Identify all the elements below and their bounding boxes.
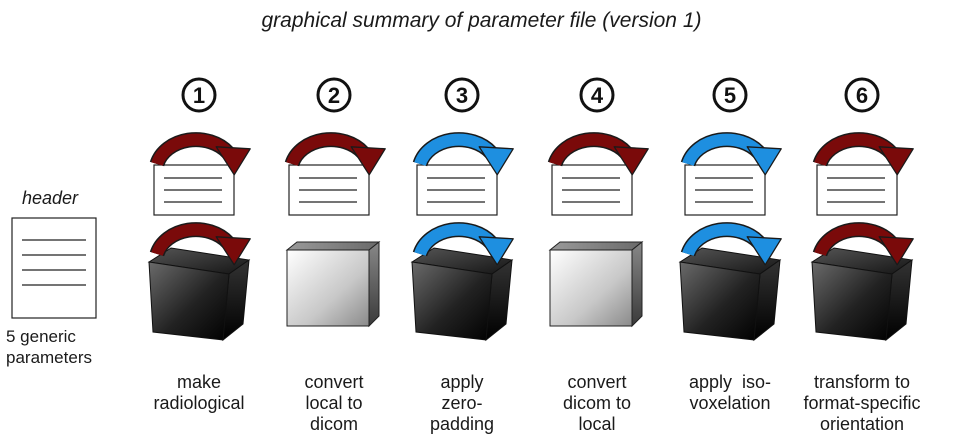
step-number: 2 [328, 83, 340, 108]
step-label-line: zero- [441, 393, 483, 413]
step-1: 1 [147, 77, 251, 342]
header-transform-arrow-icon [547, 132, 649, 176]
step-label-line: orientation [819, 414, 905, 434]
step-number: 4 [591, 83, 604, 108]
header-transform-arrow-icon [412, 132, 514, 176]
parameter-document-icon [816, 164, 898, 216]
image-volume-cube-icon [147, 247, 251, 342]
step-label-line: apply [440, 372, 484, 392]
step-label-line: padding [429, 414, 495, 434]
step-number: 1 [193, 83, 205, 108]
parameter-document-icon [684, 164, 766, 216]
step-number-badge: 3 [444, 77, 480, 113]
image-volume-cube-icon [548, 240, 644, 328]
image-volume-cube-icon [810, 247, 914, 342]
step-number-badge: 2 [316, 77, 352, 113]
step-2: 2 [284, 77, 386, 328]
image-volume-cube-icon [410, 247, 514, 342]
step-6: 6 [810, 77, 914, 342]
step-label: apply iso-voxelation [655, 372, 805, 414]
parameter-document-icon [551, 164, 633, 216]
step-number-badge: 4 [579, 77, 615, 113]
step-5: 5 [678, 77, 782, 342]
step-label-line: convert [567, 372, 627, 392]
parameter-document-icon [153, 164, 235, 216]
step-label-line: local to [305, 393, 363, 413]
step-label-line: radiological [153, 393, 245, 413]
step-label-line: voxelation [689, 393, 771, 413]
image-volume-cube-icon [285, 240, 381, 328]
step-number: 3 [456, 83, 468, 108]
image-transform-arrow-icon [812, 222, 914, 266]
step-number: 6 [856, 83, 868, 108]
step-3: 3 [410, 77, 514, 342]
generic-parameters-caption: 5 generic parameters [6, 327, 92, 367]
header-transform-arrow-icon [680, 132, 782, 176]
image-transform-arrow-icon [149, 222, 251, 266]
step-number-badge: 6 [844, 77, 880, 113]
step-label-line: convert [304, 372, 364, 392]
step-number: 5 [724, 83, 736, 108]
header-document-icon [11, 217, 97, 319]
step-label-line: format-specific [803, 393, 921, 413]
header-transform-arrow-icon [812, 132, 914, 176]
parameter-document-icon [416, 164, 498, 216]
header-label: header [21, 188, 79, 208]
diagram-title: graphical summary of parameter file (ver… [261, 9, 702, 32]
step-label-line: dicom [309, 414, 358, 434]
step-label-line: apply iso- [688, 372, 772, 392]
step-label-line: transform to [813, 372, 911, 392]
parameter-document-icon [288, 164, 370, 216]
step-label-line: make [176, 372, 221, 392]
image-transform-arrow-icon [412, 222, 514, 266]
header-transform-arrow-icon [284, 132, 386, 176]
step-label-line: dicom to [562, 393, 632, 413]
image-volume-cube-icon [678, 247, 782, 342]
image-transform-arrow-icon [680, 222, 782, 266]
step-4: 4 [547, 77, 649, 328]
header-transform-arrow-icon [149, 132, 251, 176]
step-number-badge: 1 [181, 77, 217, 113]
step-number-badge: 5 [712, 77, 748, 113]
step-label-line: local [578, 414, 616, 434]
